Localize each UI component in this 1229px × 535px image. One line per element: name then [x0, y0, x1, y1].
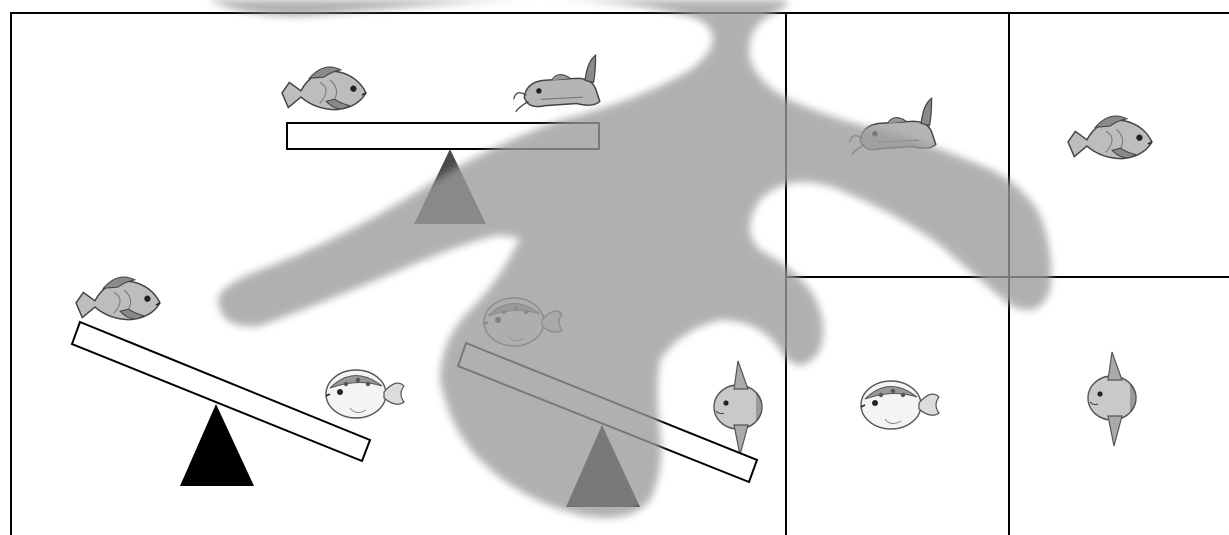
catfish-icon — [514, 55, 600, 112]
pufferfish-icon — [326, 370, 404, 418]
fulcrum-triangle-icon — [180, 404, 254, 486]
pufferfish-icon[interactable] — [861, 381, 939, 429]
sea-bream-icon[interactable] — [1068, 116, 1152, 159]
sunfish-icon[interactable] — [1088, 352, 1136, 446]
sea-bream-icon — [282, 67, 366, 110]
sea-bream-icon — [76, 277, 160, 320]
sunfish-icon — [714, 361, 762, 455]
